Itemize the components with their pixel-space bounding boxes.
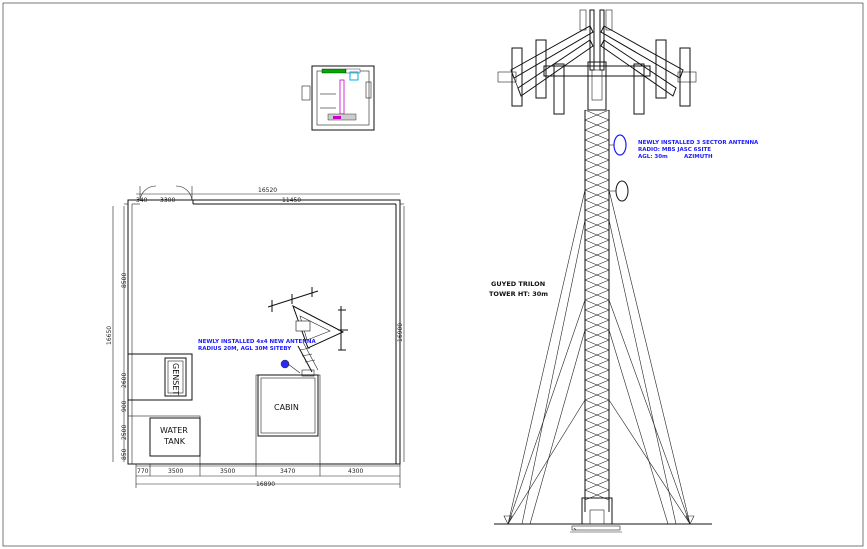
dim-left-total: 16650 [106,326,113,345]
mw-dish-icon-1 [613,134,627,156]
dim-right-total: 16900 [397,323,404,342]
water-tank [149,417,201,457]
site-plan: 16520 11450 340 3300 16650 8500 2600 900… [106,185,405,488]
dim-top-total: 16520 [258,187,277,194]
boundary-wall [127,199,401,465]
tower-note-2: RADIO: MBS JASC 6SITE [638,147,711,153]
tower-elevation: NEWLY INSTALLED 3 SECTOR ANTENNA RADIO: … [489,9,759,533]
antenna-dish-icon [280,359,290,369]
water-tank-label-1: WATER [160,426,188,435]
cabin-label: CABIN [274,403,299,412]
tower-label-1: GUYED TRILON [491,280,545,288]
plan-note-2: RADIUS 20M, AGL 30M SITEBY [198,346,292,352]
cabin [257,374,319,437]
dim-left-e: 850 [121,448,128,460]
dim-bottom-e: 4300 [348,468,363,475]
mast-lattice [584,109,610,501]
genset-pad [127,353,193,401]
dim-left-b: 2600 [121,373,128,388]
gate [139,185,193,201]
dim-bottom-total: 16890 [256,481,275,488]
dim-left-c: 900 [121,400,128,412]
tower-plan-symbol [267,287,348,377]
genset-label: GENSET [171,363,180,395]
dim-top-left-b: 3300 [160,197,175,204]
dim-top-left-a: 340 [136,197,148,204]
genset-box [164,357,187,397]
key-plan [301,65,375,131]
dim-left-d: 2500 [121,425,128,440]
water-tank-label-2: TANK [163,437,186,446]
plan-note-1: NEWLY INSTALLED 4x4 NEW ANTENNA [198,339,316,345]
dim-bottom-a: 770 [137,468,149,475]
mw-dish-icon-2 [615,180,629,202]
guy-wires [507,189,691,525]
tower-label-2: TOWER HT: 30m [489,290,548,298]
tower-note-4: AZIMUTH [684,154,713,160]
dim-top-inner: 11450 [282,197,301,204]
tower-note-1: NEWLY INSTALLED 3 SECTOR ANTENNA [638,140,759,146]
tower-note-3: AGL: 30m [638,154,668,160]
tower-headframe [497,9,697,115]
dim-bottom-b: 3500 [168,468,183,475]
dim-left-a: 8500 [121,273,128,288]
tower-base [581,497,613,525]
dim-bottom-d: 3470 [280,468,295,475]
dim-bottom-c: 3500 [220,468,235,475]
